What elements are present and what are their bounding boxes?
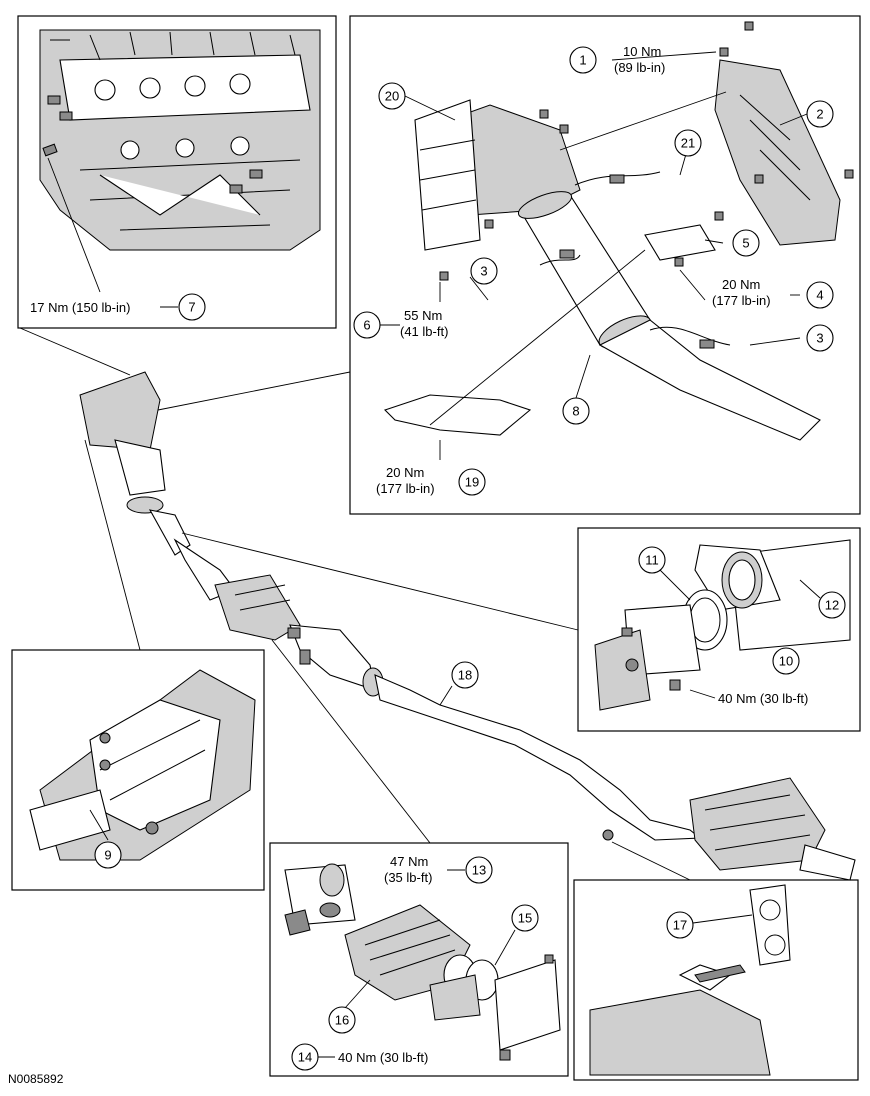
callout-17-number: 17 bbox=[673, 918, 687, 933]
callout-19-torque-nm: 20 Nm bbox=[386, 465, 424, 480]
callout-7-number: 7 bbox=[188, 300, 195, 315]
callout-8-number: 8 bbox=[572, 404, 579, 419]
callout-13-number: 13 bbox=[472, 863, 486, 878]
callout-19-number: 19 bbox=[465, 475, 479, 490]
callout-19-torque-lb: (177 lb-in) bbox=[376, 481, 435, 496]
callout-4-torque-lb: (177 lb-in) bbox=[712, 293, 771, 308]
callout-11-number: 11 bbox=[645, 553, 659, 568]
callout-12-number: 12 bbox=[825, 598, 839, 613]
callout-7-circle bbox=[178, 293, 206, 321]
callout-4-number: 4 bbox=[816, 288, 823, 303]
callout-3a-number: 3 bbox=[480, 264, 487, 279]
callout-14-torque: 40 Nm (30 lb-ft) bbox=[338, 1050, 428, 1065]
callout-1-torque-lb: (89 lb-in) bbox=[614, 60, 665, 75]
panel-engine-studs bbox=[17, 15, 337, 329]
figure-id-label: N0085892 bbox=[8, 1072, 64, 1086]
callout-2-number: 2 bbox=[816, 107, 823, 122]
callout-5-number: 5 bbox=[742, 236, 749, 251]
callout-6-number: 6 bbox=[363, 318, 370, 333]
main-exhaust-assembly bbox=[19, 327, 856, 881]
panel-insulator-detail bbox=[573, 879, 859, 1081]
callout-7-torque: 17 Nm (150 lb-in) bbox=[30, 300, 130, 315]
callout-9-number: 9 bbox=[104, 848, 111, 863]
callout-10-torque: 40 Nm (30 lb-ft) bbox=[718, 691, 808, 706]
panel-flange-detail bbox=[577, 527, 861, 732]
callout-13-torque-nm: 47 Nm bbox=[390, 854, 428, 869]
callout-6-torque-nm: 55 Nm bbox=[404, 308, 442, 323]
callout-20-number: 20 bbox=[385, 89, 399, 104]
callout-14-number: 14 bbox=[298, 1050, 312, 1065]
callout-18-number: 18 bbox=[458, 668, 472, 683]
callout-3b-number: 3 bbox=[816, 331, 823, 346]
panel-converter-detail bbox=[269, 842, 569, 1077]
callout-1-number: 1 bbox=[579, 53, 586, 68]
callout-21-number: 21 bbox=[681, 136, 695, 151]
callout-13-torque-lb: (35 lb-ft) bbox=[384, 870, 432, 885]
callout-16-number: 16 bbox=[335, 1013, 349, 1028]
panel-manifold-detail bbox=[349, 15, 861, 515]
callout-4-torque-nm: 20 Nm bbox=[722, 277, 760, 292]
callout-6-torque-lb: (41 lb-ft) bbox=[400, 324, 448, 339]
panel-manifold-gasket bbox=[11, 649, 265, 891]
callout-15-number: 15 bbox=[518, 911, 532, 926]
callout-1-torque-nm: 10 Nm bbox=[623, 44, 661, 59]
callout-10-number: 10 bbox=[779, 654, 793, 669]
callout-circles-panel-b bbox=[353, 46, 834, 496]
